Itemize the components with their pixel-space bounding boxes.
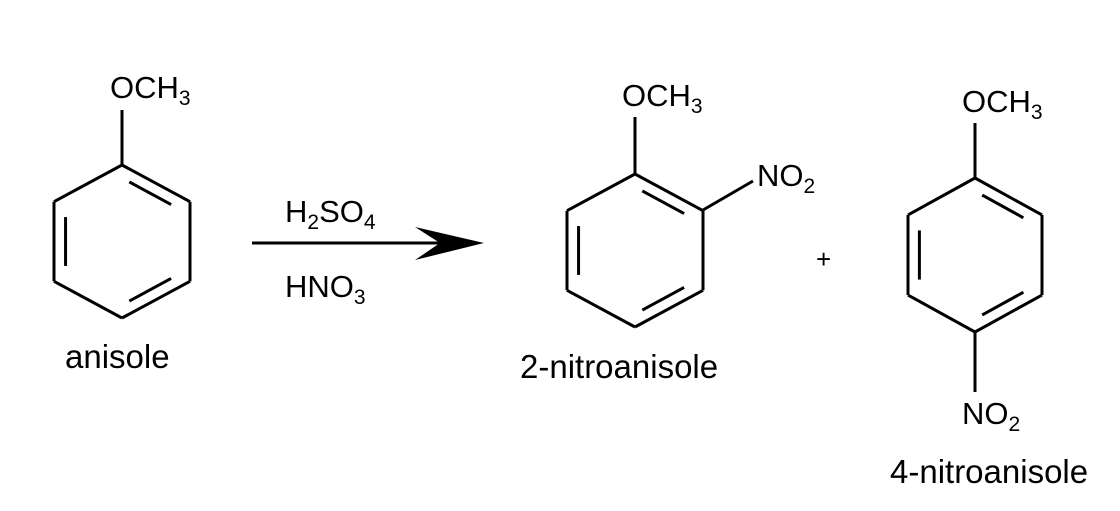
4-nitroanisole-ring-bond (907, 293, 976, 334)
2-nitroanisole-double-bond (641, 189, 685, 215)
2-nitroanisole-methoxy-label: OCH3 (622, 78, 703, 118)
reaction-arrow-head (415, 227, 484, 260)
4-nitroanisole-ring-bond (907, 176, 976, 217)
2-nitroanisole-ring-bond (634, 288, 704, 329)
2-nitroanisole-name: 2-nitroanisole (520, 348, 718, 385)
anisole-ring-bond (121, 163, 191, 204)
4-nitroanisole-double-bond (981, 193, 1025, 220)
reagent-nitric-acid: HNO3 (285, 269, 366, 309)
anisole-ring-bond (121, 279, 191, 320)
anisole-double-bond (128, 180, 172, 206)
reagent-sulfuric-acid: H2SO4 (285, 194, 376, 234)
anisole-double-bond (128, 277, 172, 303)
anisole-ring-bond (53, 163, 123, 204)
4-nitroanisole-methoxy-label: OCH3 (962, 84, 1043, 124)
2-nitroanisole-ring-bond (566, 172, 636, 213)
2-nitroanisole-ring-bond (634, 172, 704, 213)
4-nitroanisole-nitro-label: NO2 (962, 396, 1020, 436)
2-nitroanisole-double-bond (641, 286, 685, 312)
anisole-methoxy-label: OCH3 (110, 70, 191, 110)
anisole-name: anisole (65, 338, 170, 375)
2-nitroanisole-nitro-bond (702, 179, 754, 212)
plus-sign: + (816, 244, 831, 274)
2-nitroanisole-nitro-label: NO2 (757, 158, 815, 198)
4-nitroanisole-double-bond (981, 290, 1025, 317)
bond-lines (52, 110, 1044, 392)
4-nitroanisole-ring-bond (974, 293, 1043, 334)
4-nitroanisole-name: 4-nitroanisole (890, 453, 1088, 490)
anisole-ring-bond (53, 279, 123, 320)
4-nitroanisole-ring-bond (974, 176, 1043, 217)
2-nitroanisole-ring-bond (566, 288, 636, 329)
